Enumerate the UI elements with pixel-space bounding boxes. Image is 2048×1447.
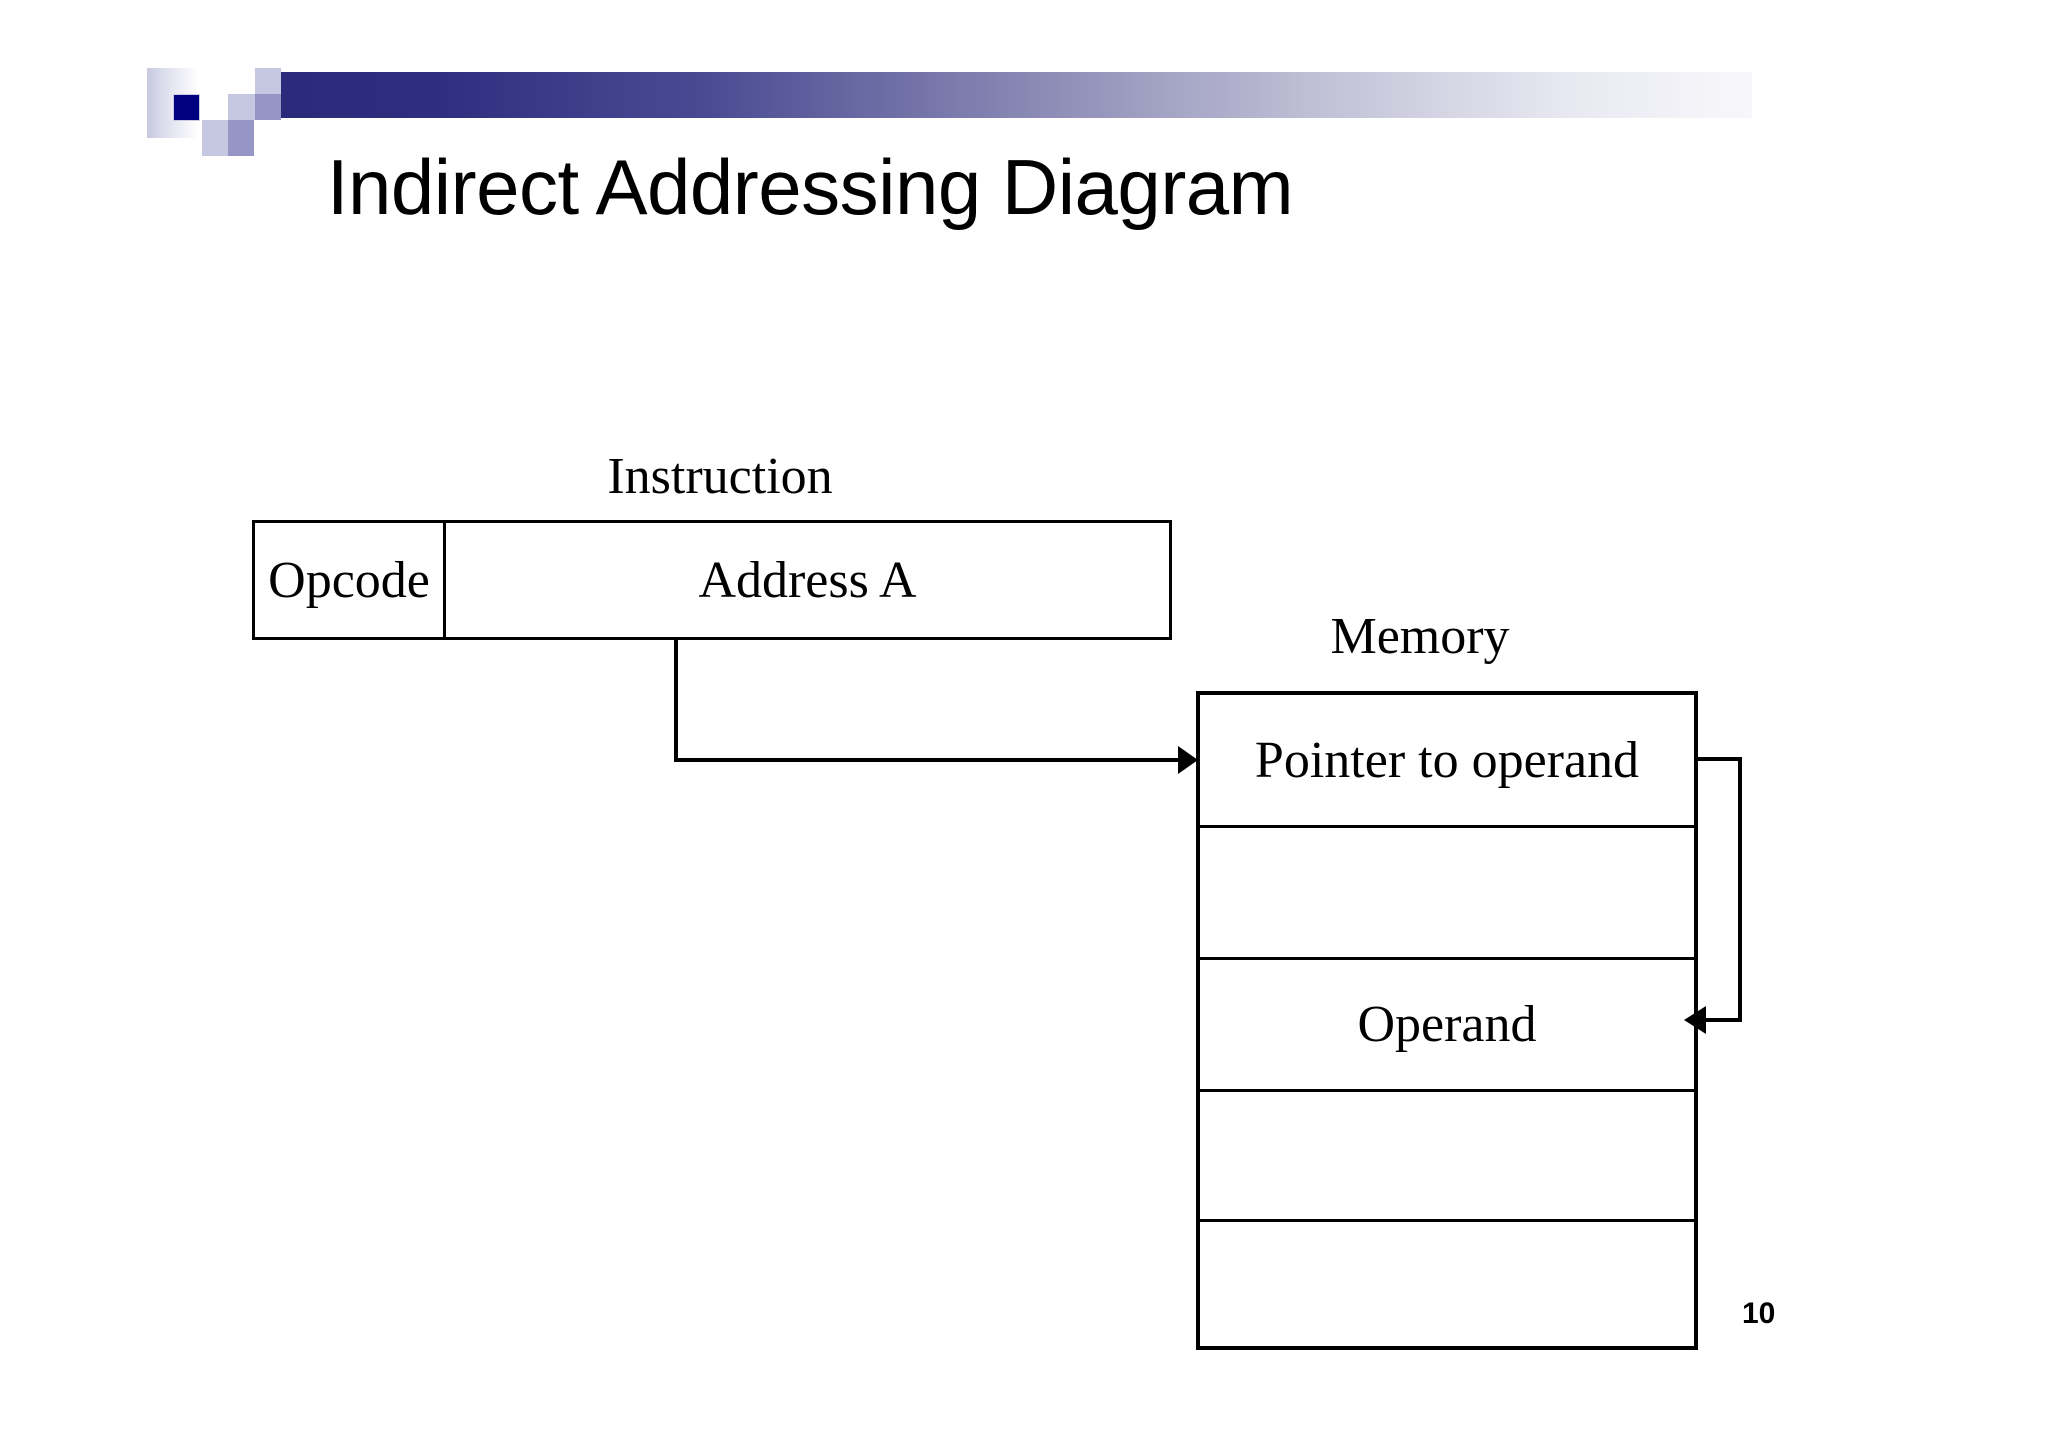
slide-title: Indirect Addressing Diagram bbox=[326, 143, 1294, 231]
instruction-box: Opcode Address A bbox=[252, 520, 1172, 640]
memory-cell-operand: Operand bbox=[1200, 960, 1694, 1092]
instruction-label: Instruction bbox=[607, 448, 833, 505]
logo-square-mid-light bbox=[228, 94, 255, 120]
connector-address-arrowhead-icon bbox=[1178, 746, 1198, 774]
instruction-field-opcode: Opcode bbox=[255, 523, 446, 637]
logo-gradient-bar bbox=[255, 72, 1752, 118]
memory-cell-pointer: Pointer to operand bbox=[1200, 695, 1694, 828]
memory-cell-empty-1 bbox=[1200, 828, 1694, 960]
memory-label: Memory bbox=[1330, 608, 1510, 665]
connector-pointer-bottom-segment bbox=[1704, 1018, 1742, 1022]
connector-pointer-top-segment bbox=[1694, 757, 1742, 761]
logo-square-bottom-mid bbox=[228, 146, 254, 156]
logo-square-bottom-light bbox=[202, 146, 228, 156]
logo-square-top-light bbox=[255, 68, 281, 94]
slide-logo-decoration bbox=[0, 0, 1760, 200]
connector-pointer-arrowhead-icon bbox=[1684, 1006, 1706, 1034]
page-number: 10 bbox=[1742, 1297, 1776, 1330]
instruction-field-address: Address A bbox=[698, 551, 917, 609]
memory-cell-empty-2 bbox=[1200, 1092, 1694, 1222]
logo-square-navy bbox=[173, 94, 200, 121]
connector-address-horizontal-segment bbox=[674, 758, 1184, 762]
logo-square-top-mid bbox=[255, 94, 281, 120]
logo-square-lower-light bbox=[202, 120, 228, 146]
memory-cell-empty-3 bbox=[1200, 1222, 1694, 1346]
connector-pointer-right-segment bbox=[1738, 757, 1742, 1022]
memory-box: Pointer to operand Operand bbox=[1196, 691, 1698, 1350]
logo-square-lower-mid bbox=[228, 120, 254, 146]
connector-address-vertical-segment bbox=[674, 640, 678, 762]
